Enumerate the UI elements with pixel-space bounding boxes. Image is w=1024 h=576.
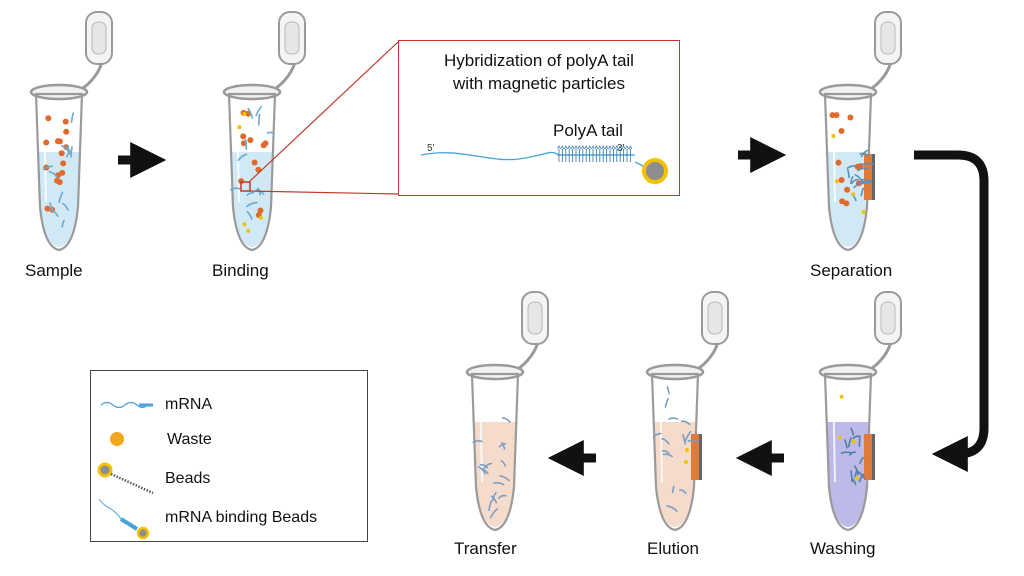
inset-title: Hybridization of polyA tail with magneti… xyxy=(444,51,634,93)
binding-bead-strand xyxy=(119,517,139,531)
waste-icon xyxy=(110,432,124,446)
label-separation: Separation xyxy=(810,261,893,280)
hybridization-drawing xyxy=(420,145,668,184)
polya-tail-strand xyxy=(557,145,646,168)
binding-tube xyxy=(222,11,306,252)
legend-waste: Waste xyxy=(167,431,212,448)
bead-icon xyxy=(97,462,113,478)
legend-mrna-binding-beads: mRNA binding Beads xyxy=(165,509,318,526)
inset-bead-icon xyxy=(642,158,668,184)
legend-beads: Beads xyxy=(165,470,211,487)
polya-tail-label: PolyA tail xyxy=(553,121,623,140)
five-prime-label: 5' xyxy=(427,143,435,154)
transfer-tube xyxy=(465,291,549,532)
label-transfer: Transfer xyxy=(454,539,517,558)
binding-bead-mrna xyxy=(98,498,122,520)
zoom-line-top xyxy=(248,41,399,183)
label-sample: Sample xyxy=(25,261,83,280)
zoom-region xyxy=(240,181,251,192)
legend-symbols xyxy=(97,401,154,540)
washing-tube xyxy=(818,291,902,532)
arrow-separation-to-washing xyxy=(914,150,989,472)
separation-tube xyxy=(818,11,902,252)
three-prime-label: 3' xyxy=(617,143,625,154)
legend-mrna: mRNA xyxy=(165,396,213,413)
label-washing: Washing xyxy=(810,539,876,558)
label-binding: Binding xyxy=(212,261,269,280)
zoom-line-bottom xyxy=(248,190,399,195)
hybridization-inset: Hybridization of polyA tail with magneti… xyxy=(398,40,680,196)
label-elution: Elution xyxy=(647,539,699,558)
bead-strand xyxy=(110,472,154,495)
mrna-binding-bead-icon xyxy=(136,526,150,540)
legend: mRNA Waste Beads mRNA binding Beads xyxy=(90,370,368,542)
mrna-icon xyxy=(100,401,148,409)
sample-tube xyxy=(29,11,113,252)
mrna-strand xyxy=(420,151,633,161)
elution-tube xyxy=(645,291,729,532)
